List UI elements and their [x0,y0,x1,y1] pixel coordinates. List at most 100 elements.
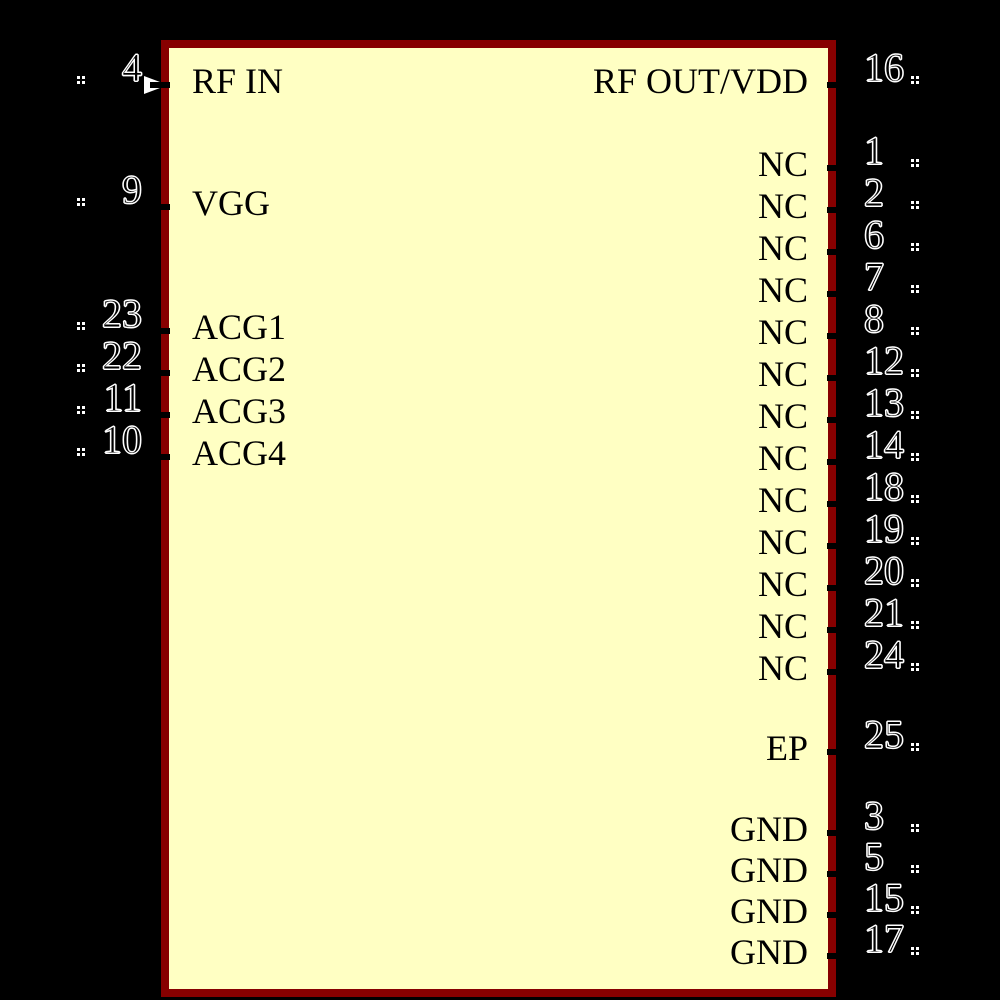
pin-16-stub [827,82,847,88]
pin-5-stub [827,871,847,877]
pin-23-label: ACG1 [192,307,287,347]
pin-17-stub [827,953,847,959]
pin-22-dots-mark [77,364,80,367]
pin-12-stub [827,375,847,381]
pin-21-number: 21 [863,590,904,635]
pin-17-label: GND [730,932,808,972]
pin-16-dots-mark [911,76,914,79]
pin-21-stub [827,627,847,633]
pin-6-label: NC [757,228,808,268]
pin-4-number: 4 [121,45,142,90]
pin-2-stub [827,207,847,213]
pin-13-stub [827,417,847,423]
pin-6-number: 6 [863,212,884,257]
pin-1-number: 1 [863,128,884,173]
pin-25-dots-mark [911,743,914,746]
pin-7-number: 7 [863,254,884,299]
pin-25-number: 25 [863,712,904,757]
pin-23-number: 23 [101,291,142,336]
pin-1-stub [827,165,847,171]
pin-4-dots-mark [77,76,80,79]
pin-25-label: EP [765,728,808,768]
pin-14-stub [827,459,847,465]
pin-8-label: NC [757,312,808,352]
pin-17-number: 17 [863,916,904,961]
pin-5-number: 5 [863,834,884,879]
pin-12-number: 12 [863,338,904,383]
pin-2-number: 2 [863,170,884,215]
pin-9-label: VGG [192,183,270,223]
pin-1-label: NC [757,144,808,184]
pin-20-label: NC [757,564,808,604]
pin-10-number: 10 [101,417,142,462]
pin-14-number: 14 [863,422,904,467]
pin-7-dots-mark [911,285,914,288]
pin-24-dots-mark [911,663,914,666]
pin-16-number: 16 [863,45,904,90]
pin-20-dots-mark [911,579,914,582]
pin-14-dots-mark [911,453,914,456]
pin-11-dots-mark [77,406,80,409]
pin-9-stub [150,204,170,210]
pin-3-number: 3 [863,793,884,838]
pin-9-number: 9 [121,167,142,212]
pin-5-dots-mark [911,865,914,868]
pin-11-number: 11 [103,375,143,420]
pin-15-dots-mark [911,906,914,909]
pin-24-number: 24 [863,632,904,677]
pin-23-stub [150,328,170,334]
pin-12-label: NC [757,354,808,394]
pin-4-label: RF IN [192,61,284,101]
component-body [161,40,836,997]
pin-8-dots-mark [911,327,914,330]
pin-24-stub [827,669,847,675]
pin-25-stub [827,749,847,755]
pin-22-number: 22 [101,333,142,378]
pin-15-number: 15 [863,875,904,920]
pin-12-dots-mark [911,369,914,372]
pin-3-stub [827,830,847,836]
pin-16-label: RF OUT/VDD [592,61,808,101]
pin-10-stub [150,454,170,460]
pin-6-dots-mark [911,243,914,246]
pin-18-label: NC [757,480,808,520]
pin-10-label: ACG4 [192,433,287,473]
pin-3-dots-mark [911,824,914,827]
pin-7-label: NC [757,270,808,310]
pin-20-stub [827,585,847,591]
pin-17-dots-mark [911,947,914,950]
pin-13-number: 13 [863,380,904,425]
pin-2-dots-mark [911,201,914,204]
pin-13-label: NC [757,396,808,436]
pin-6-stub [827,249,847,255]
pin-18-number: 18 [863,464,904,509]
pin-23-dots-mark [77,322,80,325]
pin-8-number: 8 [863,296,884,341]
pin-3-label: GND [730,809,808,849]
pin-5-label: GND [730,850,808,890]
pin-19-number: 19 [863,506,904,551]
pin-19-dots-mark [911,537,914,540]
pin-15-label: GND [730,891,808,931]
pin-19-stub [827,543,847,549]
pin-4-stub [150,82,170,88]
pin-18-dots-mark [911,495,914,498]
pin-11-stub [150,412,170,418]
pin-2-label: NC [757,186,808,226]
pin-13-dots-mark [911,411,914,414]
pin-22-label: ACG2 [192,349,287,389]
pin-7-stub [827,291,847,297]
pin-24-label: NC [757,648,808,688]
pin-9-dots-mark [77,198,80,201]
pin-20-number: 20 [863,548,904,593]
pin-1-dots-mark [911,159,914,162]
pin-22-stub [150,370,170,376]
pin-18-stub [827,501,847,507]
pin-15-stub [827,912,847,918]
pin-14-label: NC [757,438,808,478]
pin-21-label: NC [757,606,808,646]
pin-10-dots-mark [77,448,80,451]
pin-8-stub [827,333,847,339]
pin-21-dots-mark [911,621,914,624]
